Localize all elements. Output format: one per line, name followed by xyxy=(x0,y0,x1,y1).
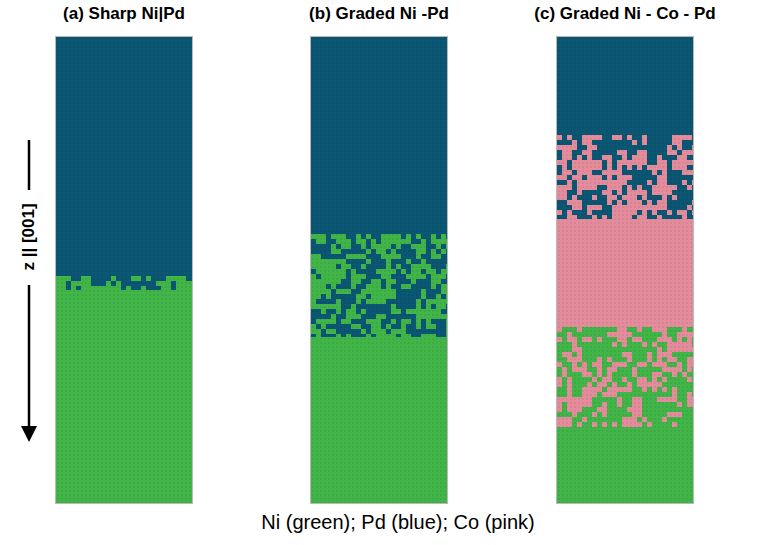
simulation-panel: (a) Sharp Ni|Pd xyxy=(55,36,193,504)
panel-title: (b) Graded Ni -Pd xyxy=(309,4,449,24)
atom-map xyxy=(311,37,447,503)
panel-title: (a) Sharp Ni|Pd xyxy=(63,4,185,24)
atom-map xyxy=(56,37,192,503)
panel-title: (c) Graded Ni - Co - Pd xyxy=(534,4,715,24)
axis-label: z || [001] xyxy=(19,203,39,270)
color-key-text: Ni (green); Pd (blue); Co (pink) xyxy=(261,511,534,534)
simulation-panel: (b) Graded Ni -Pd xyxy=(310,36,448,504)
atom-map xyxy=(557,37,693,503)
simulation-panel: (c) Graded Ni - Co - Pd xyxy=(556,36,694,504)
